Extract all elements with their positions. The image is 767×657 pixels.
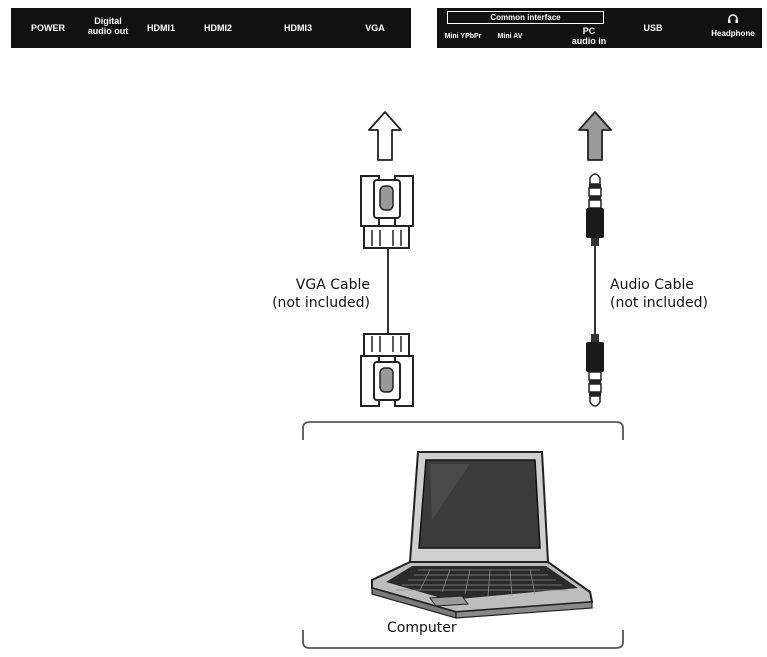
computer-label: Computer (387, 620, 457, 636)
audio-cable-caption: Audio Cable (not included) (610, 276, 708, 312)
port-hdmi3-label: HDMI3 (283, 23, 313, 33)
port-usb-label: USB (643, 23, 663, 33)
audio-cable-note: (not included) (610, 295, 708, 311)
vga-cable-caption: VGA Cable (not included) (262, 276, 370, 312)
port-pc-audio-label-line1: PC (582, 26, 596, 36)
common-interface-slot: Common interface (447, 11, 604, 24)
computer-bracket-bottom (302, 630, 624, 649)
arrow-up-icon (578, 111, 612, 161)
port-hdmi2-label: HDMI2 (203, 23, 233, 33)
laptop-icon (371, 451, 594, 619)
audio-jack-icon (586, 334, 604, 407)
vga-connector-icon (360, 175, 414, 249)
computer-bracket-top (302, 421, 624, 440)
port-hdmi1-label: HDMI1 (146, 23, 176, 33)
vga-connector-icon (360, 333, 414, 407)
vga-cable-label: VGA Cable (295, 277, 370, 293)
port-vga-label: VGA (365, 23, 385, 33)
audio-jack-icon (586, 173, 604, 246)
headphone-icon (728, 14, 738, 23)
audio-cable-label: Audio Cable (610, 277, 694, 293)
port-mini-ypbpr-label: Mini YPbPr (444, 33, 482, 40)
port-headphone-label: Headphone (711, 29, 755, 38)
arrow-up-icon (368, 111, 402, 161)
port-pc-audio-label-line2: audio in (571, 36, 607, 46)
port-mini-av-label: Mini AV (497, 33, 523, 40)
port-digital-audio-label-line2: audio out (87, 26, 129, 36)
port-digital-audio-label-line1: Digital (94, 16, 122, 26)
vga-cable-note: (not included) (272, 295, 370, 311)
tv-back-panel-right: Common interface Mini YPbPr Mini AV PC a… (437, 8, 762, 48)
port-power-label: POWER (30, 23, 66, 33)
tv-back-panel-left: POWER Digital audio out HDMI1 HDMI2 HDMI… (11, 8, 411, 48)
